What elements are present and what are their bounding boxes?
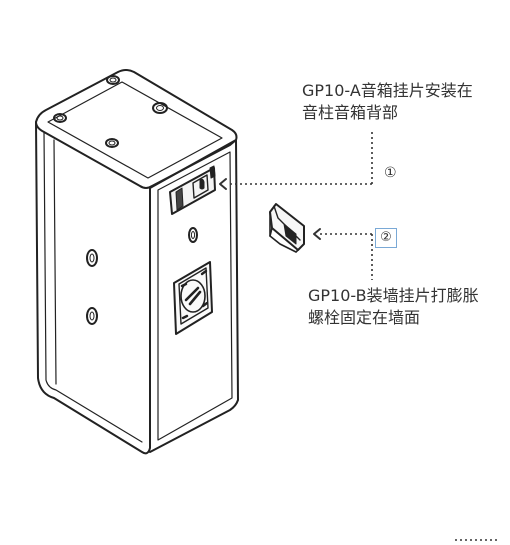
speaker-front-face	[35, 121, 151, 455]
mounting-hole	[106, 75, 120, 85]
arrowhead-b-icon	[313, 228, 321, 240]
front-face-holes	[86, 249, 98, 325]
front-hole	[86, 249, 98, 267]
top-mounting-holes	[53, 75, 168, 148]
gp10-b-label-line1: GP10-B装墙挂片打膨胀	[308, 286, 479, 305]
gp10-a-bracket	[169, 165, 216, 215]
mounting-hole	[105, 138, 119, 148]
gp10-a-label-line1: GP10-A音箱挂片安装在	[302, 81, 473, 100]
speaker-cabinet	[35, 69, 239, 455]
gp10-b-wall-bracket	[269, 203, 305, 253]
speaker-side-face	[149, 139, 239, 453]
gp10-a-label: GP10-A音箱挂片安装在 音柱音箱背部	[302, 80, 473, 124]
input-connector-panel	[173, 261, 213, 335]
front-hole	[86, 307, 98, 325]
mounting-hole	[53, 113, 67, 123]
step-marker-2: ②	[375, 228, 397, 248]
gp10-b-label-line2: 螺栓固定在墙面	[308, 308, 421, 327]
gp10-b-label: GP10-B装墙挂片打膨胀 螺栓固定在墙面	[308, 285, 479, 329]
arrowhead-a-icon	[219, 178, 227, 190]
gp10-a-label-line2: 音柱音箱背部	[302, 103, 399, 122]
mounting-hole	[152, 102, 168, 114]
step-marker-1: ①	[384, 165, 397, 181]
side-hole	[188, 227, 198, 243]
